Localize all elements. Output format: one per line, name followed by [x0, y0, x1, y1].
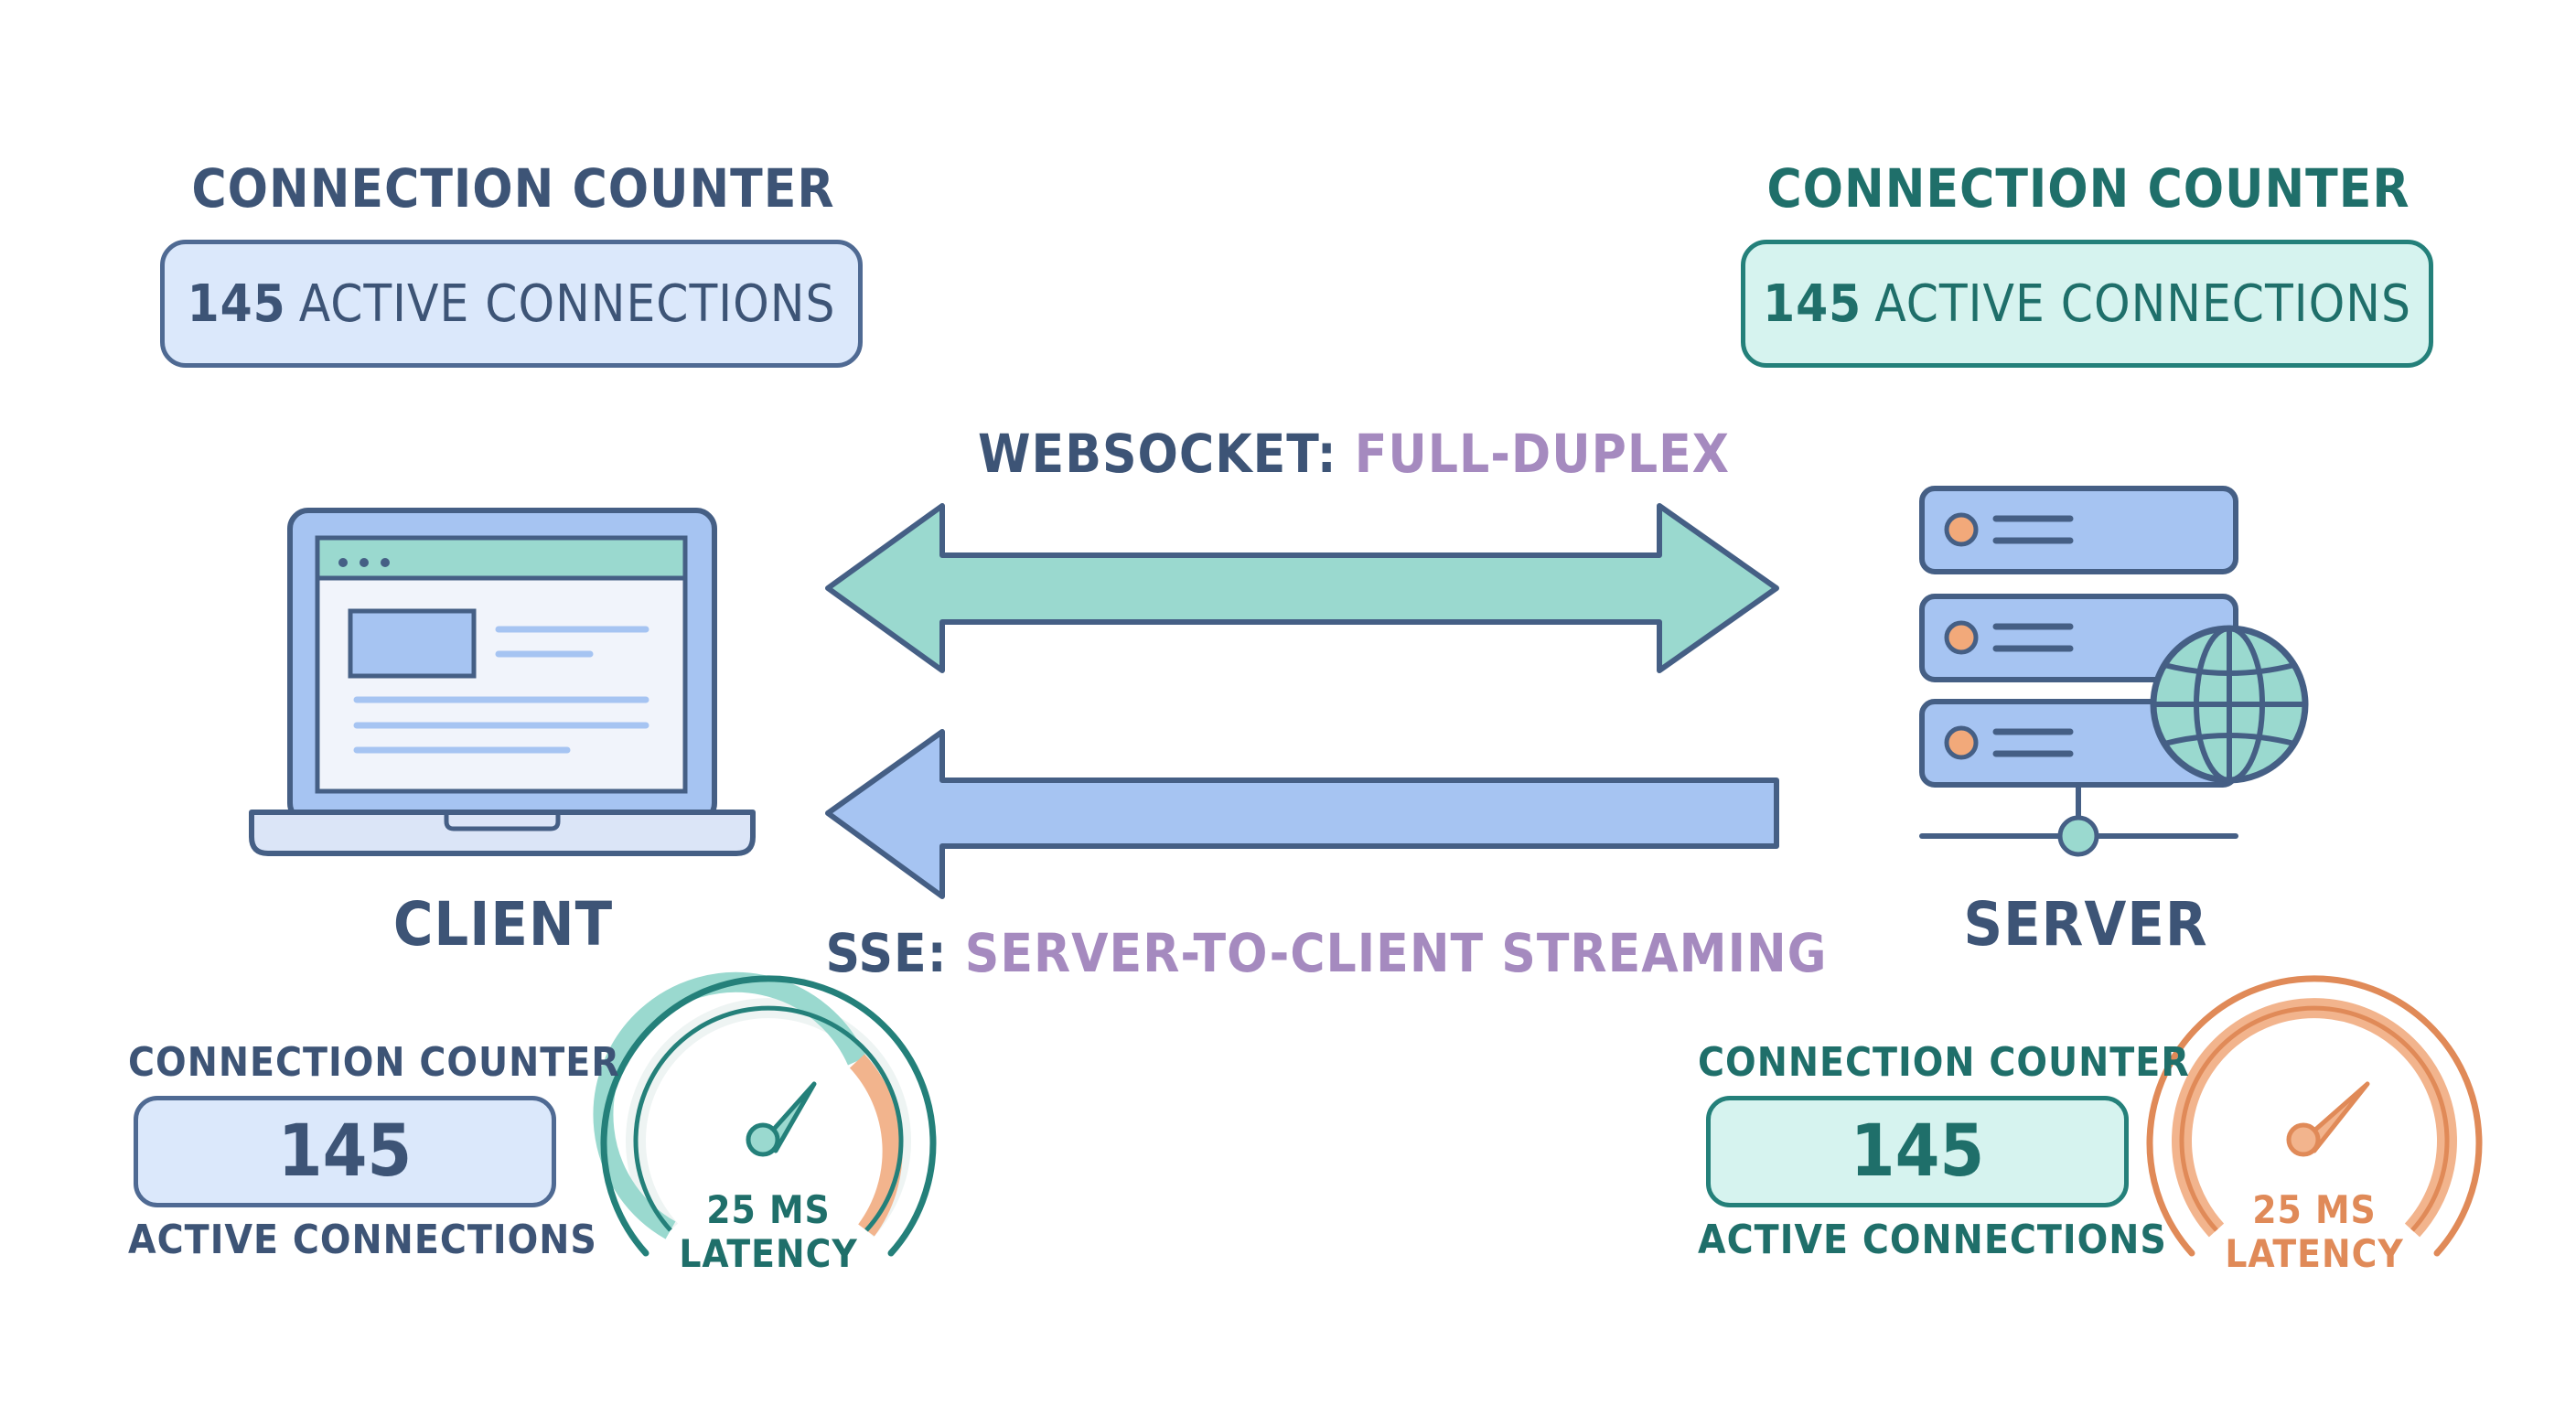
server-top-counter-box: 145 ACTIVE CONNECTIONS: [1741, 240, 2433, 368]
client-top-counter-heading: CONNECTION COUNTER: [191, 157, 835, 220]
client-label: CLIENT: [392, 889, 614, 960]
server-label: SERVER: [1963, 889, 2208, 960]
server-gauge-label: LATENCY: [2225, 1231, 2404, 1276]
globe-icon: [2150, 625, 2309, 784]
client-bottom-counter-heading: CONNECTION COUNTER: [128, 1039, 620, 1086]
client-top-counter-count: 145: [187, 273, 286, 334]
server-gauge-value: 25 MS: [2252, 1187, 2377, 1232]
client-top-counter-box: 145 ACTIVE CONNECTIONS: [160, 240, 863, 368]
server-bottom-counter-box: 145: [1706, 1096, 2129, 1207]
sse-arrow: [825, 729, 1779, 899]
server-latency-gauge: [2146, 975, 2483, 1257]
websocket-bidirectional-arrow: [825, 503, 1779, 673]
sse-label: SSE: SERVER-TO-CLIENT STREAMING: [823, 922, 1830, 984]
server-top-counter-heading: CONNECTION COUNTER: [1766, 157, 2410, 220]
server-bottom-counter-caption: ACTIVE CONNECTIONS: [1698, 1217, 2167, 1263]
client-gauge-value: 25 MS: [706, 1187, 831, 1232]
client-gauge-label: LATENCY: [679, 1231, 858, 1276]
client-bottom-counter-box: 145: [134, 1096, 556, 1207]
server-top-counter-text: ACTIVE CONNECTIONS: [1874, 273, 2411, 334]
laptop-icon: [249, 508, 756, 856]
client-bottom-counter-caption: ACTIVE CONNECTIONS: [128, 1217, 597, 1263]
websocket-label: WEBSOCKET: FULL-DUPLEX: [915, 423, 1793, 485]
server-top-counter-count: 145: [1763, 273, 1862, 334]
server-bottom-counter-heading: CONNECTION COUNTER: [1698, 1039, 2190, 1086]
sse-prefix: SSE:: [825, 922, 948, 984]
client-top-counter-text: ACTIVE CONNECTIONS: [298, 273, 836, 334]
sse-desc: SERVER-TO-CLIENT STREAMING: [964, 922, 1828, 984]
websocket-desc: FULL-DUPLEX: [1354, 423, 1731, 485]
websocket-prefix: WEBSOCKET:: [977, 423, 1337, 485]
client-latency-gauge: [593, 971, 937, 1257]
